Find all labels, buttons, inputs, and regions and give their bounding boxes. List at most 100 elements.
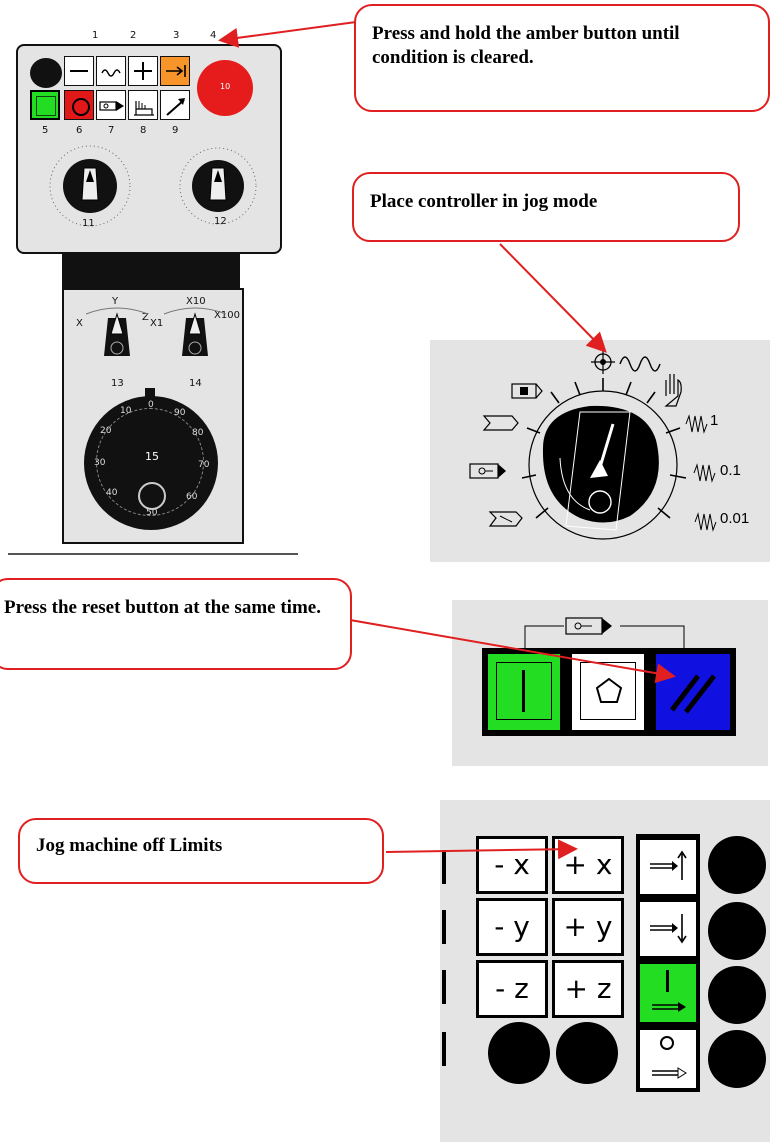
cycle-start-button[interactable] (30, 90, 60, 120)
handwheel-scale-ring (96, 408, 204, 516)
part-key[interactable] (128, 90, 158, 120)
amber-button[interactable] (160, 56, 190, 86)
bottom-rule (8, 553, 298, 555)
arrow-down-limit-icon (650, 914, 687, 944)
emergency-stop-button[interactable] (197, 60, 253, 116)
handwheel-tick-20: 20 (100, 426, 112, 436)
handwheel-tick-70: 70 (198, 460, 210, 470)
coolant-up-key[interactable] (640, 840, 696, 894)
jog-plus-y-key[interactable]: + y (552, 898, 624, 956)
mdi-icon (511, 383, 543, 399)
key-number-2: 2 (130, 30, 137, 41)
knob-number-11: 11 (82, 218, 95, 229)
key-number-5: 5 (42, 125, 49, 136)
axis-label-x: X (76, 318, 83, 329)
indicator-lamp-2 (708, 902, 766, 960)
callout-reset-text: Press the reset button at the same time. (4, 597, 321, 618)
wave-key[interactable] (96, 56, 126, 86)
key-number-1: 1 (92, 30, 99, 41)
white-stop-button[interactable] (572, 654, 644, 730)
handwheel-number-15: 15 (145, 450, 159, 463)
multiplier-label-x100: X100 (214, 310, 240, 321)
handwheel-notch (145, 388, 155, 398)
callout-limits-text: Jog machine off Limits (36, 835, 223, 856)
mode-dial-panel: 1 0.1 0.01 (430, 340, 770, 562)
handwheel-tick-50: 50 (146, 508, 158, 518)
callout-limits: Jog machine off Limits (18, 818, 384, 884)
arrow-to-reset-button (349, 619, 676, 684)
pentagon-icon (595, 677, 623, 703)
feed-override-knob[interactable] (40, 140, 140, 232)
edge-mark (442, 970, 446, 1004)
mode-dial-graphic (469, 350, 717, 540)
reference-point-icon (591, 350, 615, 374)
indicator-lamp-4 (708, 1030, 766, 1088)
arrow-to-amber-button (218, 21, 357, 48)
auto-icon (482, 415, 519, 431)
green-spindle-start-key[interactable] (640, 964, 696, 1022)
controller-neck (62, 252, 240, 288)
edge-mark (442, 1032, 446, 1066)
key-number-8: 8 (140, 125, 147, 136)
multiplier-label-x10: X10 (186, 296, 206, 307)
handwheel-grip[interactable] (138, 482, 166, 510)
handwheel-tick-60: 60 (186, 492, 198, 502)
hand-icon (664, 374, 682, 407)
arrow-up-limit-icon (650, 850, 687, 880)
key-number-4: 4 (210, 30, 217, 41)
plus-key[interactable] (128, 56, 158, 86)
jog-minus-x-key[interactable]: - x (476, 836, 548, 894)
callout-amber-text: Press and hold the amber button until co… (372, 23, 680, 68)
callout-reset: Press the reset button at the same time. (0, 578, 352, 670)
jog-indicator-left (488, 1022, 550, 1084)
key-number-7: 7 (108, 125, 115, 136)
key-number-6: 6 (76, 125, 83, 136)
indicator-lamp-1 (708, 836, 766, 894)
edge-mark (442, 850, 446, 884)
selector-number-13: 13 (111, 378, 124, 389)
key-number-9: 9 (172, 125, 179, 136)
multiplier-label-x1: X1 (150, 318, 164, 329)
jog-indicator-right (556, 1022, 618, 1084)
black-indicator[interactable] (30, 58, 62, 88)
jog-minus-z-key[interactable]: - z (476, 960, 548, 1018)
spindle-stop-arrow-icon (652, 1067, 687, 1079)
estop-number: 10 (220, 82, 231, 91)
axis-label-y: Y (112, 296, 119, 307)
spindle-stop-key[interactable] (640, 1030, 696, 1088)
jog-plus-z-key[interactable]: + z (552, 960, 624, 1018)
coolant-down-key[interactable] (640, 902, 696, 956)
indicator-lamp-3 (708, 966, 766, 1024)
part-graph-icon (134, 101, 154, 116)
spindle-override-knob[interactable] (168, 140, 268, 232)
multiplier-number-14: 14 (189, 378, 202, 389)
limit-arrow-icon (166, 65, 186, 77)
axis-selector-knob[interactable] (82, 300, 152, 376)
single-block-key[interactable] (160, 90, 190, 120)
arrow-to-plus-x-key (385, 839, 578, 860)
key-number-3: 3 (173, 30, 180, 41)
increment-label-1: 1 (710, 412, 719, 429)
spindle-key[interactable] (96, 90, 126, 120)
knob-number-12: 12 (214, 216, 227, 227)
callout-jog-mode-text: Place controller in jog mode (370, 191, 598, 212)
tool-pointer-icon (99, 101, 124, 111)
green-start-button[interactable] (488, 654, 560, 730)
handwheel-tick-10: 10 (120, 406, 132, 416)
handwheel-tick-30: 30 (94, 458, 106, 468)
diagonal-arrow-icon (166, 98, 185, 116)
handwheel-tick-90: 90 (174, 408, 186, 418)
reset-slash-icon (670, 674, 716, 714)
multiplier-knob[interactable] (160, 300, 230, 376)
jog-minus-y-key[interactable]: - y (476, 898, 548, 956)
spindle-arrow-icon (652, 1002, 686, 1012)
minus-key[interactable] (64, 56, 94, 86)
increment-label-0-1: 0.1 (720, 462, 741, 479)
callout-jog-mode: Place controller in jog mode (352, 172, 740, 242)
wave-icon (101, 69, 121, 77)
teach-icon (488, 511, 523, 527)
handwheel-tick-80: 80 (192, 428, 204, 438)
cycle-stop-button[interactable] (64, 90, 94, 120)
continuous-jog-icon (619, 356, 661, 372)
